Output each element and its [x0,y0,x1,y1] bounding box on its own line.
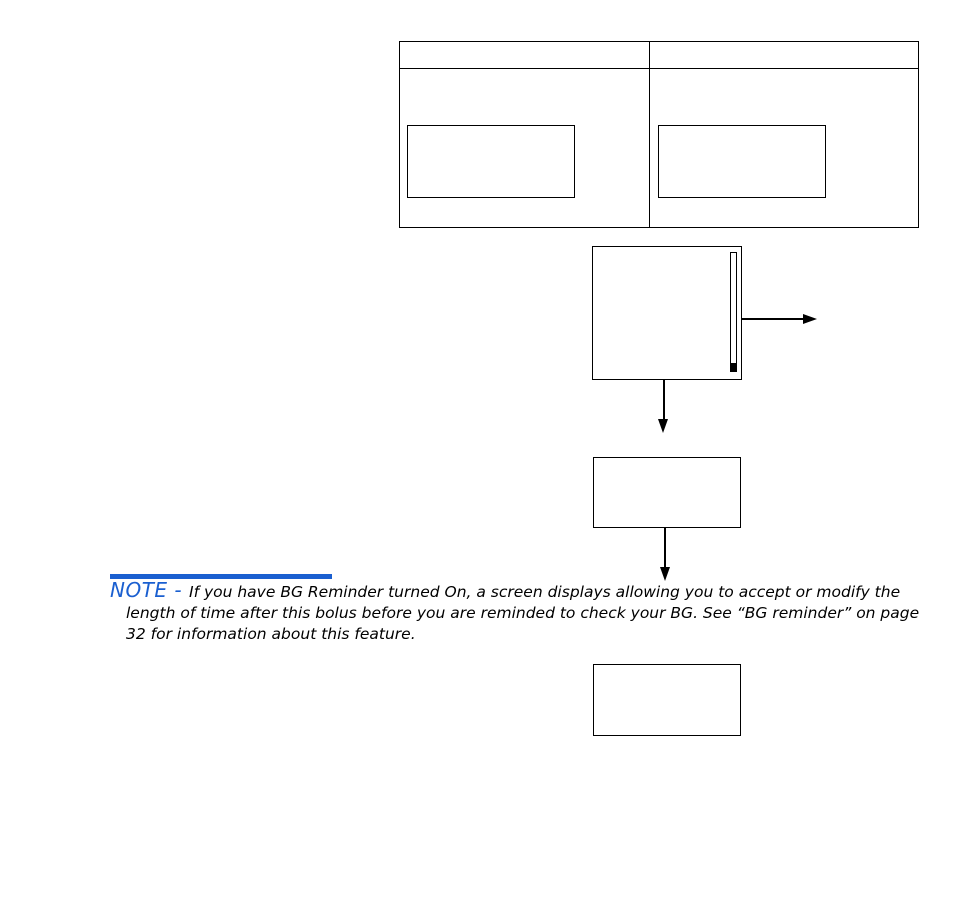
note-label: NOTE - [110,578,189,602]
table-column-divider [649,42,650,227]
main-screen [592,246,742,380]
table-left-screen [407,125,575,198]
note-text: If you have BG Reminder turned On, a scr… [126,583,920,643]
second-screen [593,457,741,528]
screen-scrollbar [730,252,737,372]
third-screen [593,664,741,736]
note-divider [110,574,332,579]
screen-scrollbar-thumb [730,363,737,372]
options-table [399,41,919,228]
table-header-row [400,42,918,69]
note-paragraph: NOTE - If you have BG Reminder turned On… [110,580,940,645]
table-right-screen [658,125,826,198]
